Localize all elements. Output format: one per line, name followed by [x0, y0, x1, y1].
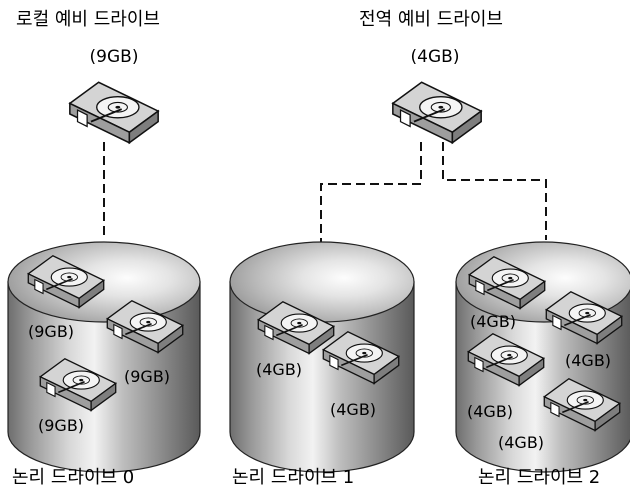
global-spare-title: 전역 예비 드라이브 — [359, 9, 503, 30]
ld2-disk-label-4: (4GB) — [498, 433, 544, 452]
ld0-disk-label-3: (9GB) — [38, 416, 84, 435]
local-spare-disk-icon — [68, 81, 160, 144]
ld2-disk-label-2: (4GB) — [565, 351, 611, 370]
logical-drive-1-label: 논리 드라이브 1 — [232, 467, 354, 488]
global-spare-capacity: (4GB) — [411, 47, 460, 67]
ld2-disk-label-3: (4GB) — [467, 402, 513, 421]
ld1-disk-label-2: (4GB) — [330, 400, 376, 419]
global-spare-connector-2 — [442, 142, 547, 240]
logical-drive-0-array: (9GB) (9GB) (9GB) — [7, 241, 201, 473]
logical-drive-2-array: (4GB) (4GB) (4GB) (4GB) — [455, 241, 630, 473]
ld0-disk-label-1: (9GB) — [28, 322, 74, 341]
local-spare-title: 로컬 예비 드라이브 — [16, 9, 160, 30]
logical-drive-0-label: 논리 드라이브 0 — [12, 467, 134, 488]
ld0-disk-label-2: (9GB) — [124, 367, 170, 386]
ld1-disk-label-1: (4GB) — [256, 360, 302, 379]
local-spare-capacity: (9GB) — [90, 47, 139, 67]
ld2-disk-label-1: (4GB) — [470, 312, 516, 331]
logical-drive-1-array: (4GB) (4GB) — [229, 241, 415, 473]
logical-drive-2-label: 논리 드라이브 2 — [478, 467, 600, 488]
global-spare-connector-1 — [320, 142, 422, 262]
global-spare-disk-icon — [391, 81, 483, 144]
